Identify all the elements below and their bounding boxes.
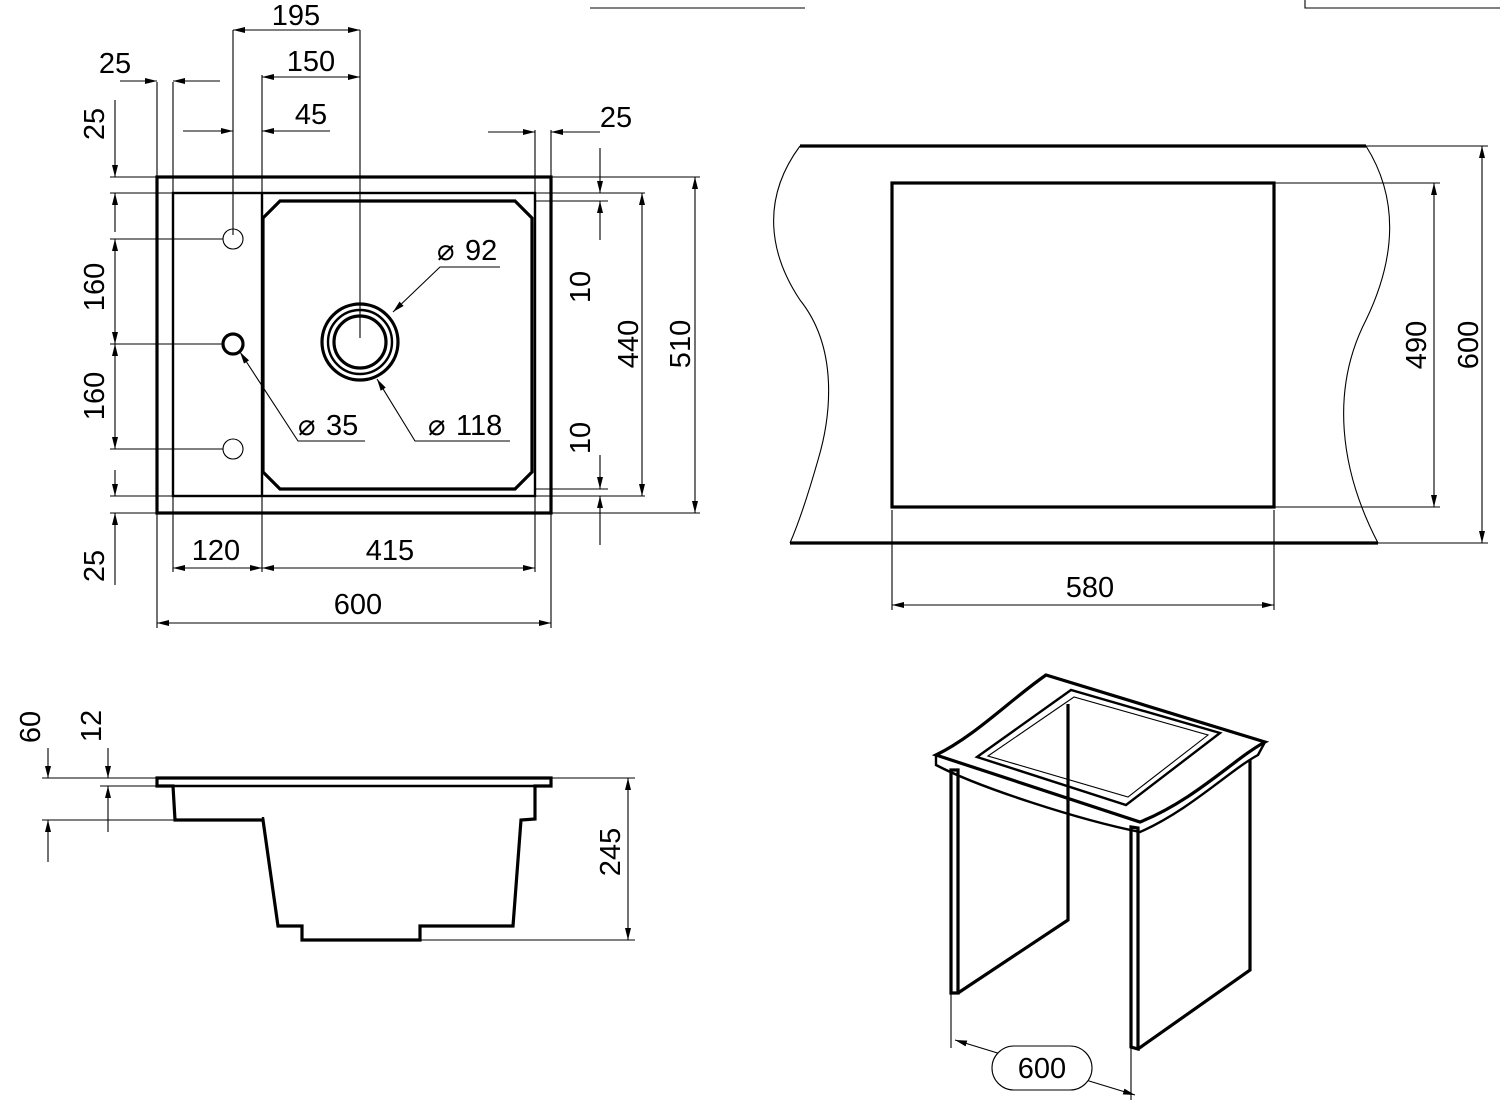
dim-600-cabinet-label: 600 [1018, 1053, 1066, 1085]
bowl-corner [262, 200, 281, 219]
cabinet-cutout-outer [974, 688, 1223, 807]
leader-35 [239, 351, 365, 442]
cutout-rectangle [890, 181, 1276, 509]
dia-35-label: 35 [326, 410, 358, 442]
dim-25-top-left-label: 25 [99, 48, 131, 80]
dia-92-label: 92 [465, 235, 497, 267]
cabinet-view: 600 [931, 673, 1270, 1100]
cutout-extension-lines [891, 145, 1488, 610]
section-extension-lines [42, 777, 635, 941]
dim-600-cabinet-bubble [991, 1045, 1093, 1091]
leader-118 [376, 378, 510, 442]
dim-10-upper-label: 10 [565, 271, 597, 303]
tap-hole-center [221, 332, 245, 356]
countertop-break-left [773, 145, 830, 544]
dim-600-label: 600 [334, 589, 382, 621]
dim-150-label: 150 [287, 46, 335, 78]
cabinet-right-panel [1137, 760, 1252, 1051]
dia-118-label: 118 [456, 410, 502, 442]
dim-25-right-label: 25 [600, 102, 632, 134]
dim-490-label: 490 [1401, 321, 1433, 369]
plan-view: 195 150 25 45 25 120 415 600 25 160 160 … [79, 0, 700, 628]
leader-92 [392, 266, 500, 313]
dim-160-upper-label: 160 [79, 263, 111, 311]
cabinet-top-outline [931, 673, 1270, 824]
bowl-outline [261, 199, 534, 491]
tap-hole-lower [222, 438, 244, 460]
section-view: 60 12 245 [15, 710, 635, 942]
dim-415-label: 415 [366, 535, 414, 567]
dim-510-label: 510 [665, 320, 697, 368]
dim-600-cutout-label: 600 [1453, 321, 1485, 369]
dim-120-label: 120 [192, 535, 240, 567]
cabinet-right-panel-front [1129, 825, 1140, 1052]
cabinet-left-panel-front [949, 768, 960, 995]
plan-extension-lines [110, 30, 700, 628]
dim-195-label: 195 [272, 0, 320, 32]
sink-section-outline [155, 776, 553, 942]
dim-25-left-top-label: 25 [79, 108, 111, 140]
cabinet-top-thickness [934, 741, 1267, 834]
dim-25-left-bottom-label: 25 [79, 550, 111, 582]
top-right-frame-line [1304, 0, 1500, 9]
dia-35-symbol: ⌀ [298, 410, 315, 442]
dia-118-symbol: ⌀ [428, 410, 445, 442]
dim-245-label: 245 [595, 828, 627, 876]
cabinet-cutout-inner [986, 696, 1210, 798]
dia-92-symbol: ⌀ [437, 235, 454, 267]
dim-60-label: 60 [15, 711, 47, 743]
dim-10-lower-label: 10 [565, 422, 597, 454]
dim-45-label: 45 [295, 99, 327, 131]
dim-440-label: 440 [613, 320, 645, 368]
sink-outline [155, 175, 553, 515]
cabinet-left-panel [957, 704, 1070, 995]
cutout-view: 580 490 600 [773, 144, 1488, 610]
dim-580-label: 580 [1066, 572, 1114, 604]
countertop-break-right [1343, 145, 1391, 544]
dim-12-label: 12 [76, 710, 108, 742]
dim-160-lower-label: 160 [79, 372, 111, 420]
